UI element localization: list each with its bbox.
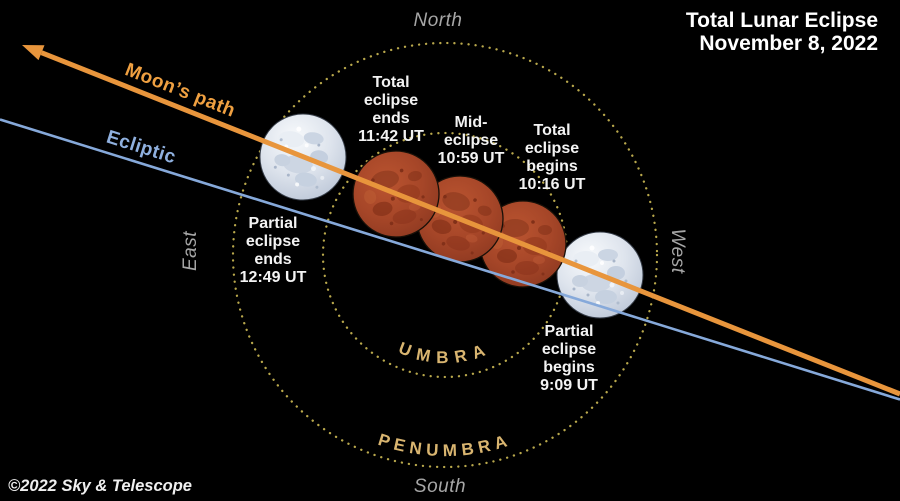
umbra-label: UMBRA: [396, 338, 494, 367]
event-label-partial-eclipse-ends: Partial eclipse ends 12:49 UT: [239, 215, 307, 286]
penumbra-label: PENUMBRA: [376, 430, 514, 460]
event-label-total-eclipse-ends: Total eclipse ends 11:42 UT: [358, 74, 424, 145]
title-line-2: November 8, 2022: [699, 32, 878, 55]
event-label-mid-eclipse: Mid- eclipse 10:59 UT: [437, 114, 505, 167]
moons-path-arrowhead-icon: [22, 45, 45, 61]
compass-north: North: [413, 10, 463, 31]
event-label-partial-eclipse-begins: Partial eclipse begins 9:09 UT: [540, 323, 598, 394]
event-label-total-eclipse-begins: Total eclipse begins 10:16 UT: [518, 122, 586, 193]
ecliptic-line: [0, 118, 900, 401]
compass-east: East: [180, 230, 201, 272]
compass-south: South: [413, 476, 467, 497]
compass-west: West: [667, 228, 688, 274]
diagram-title: Total Lunar Eclipse November 8, 2022: [686, 9, 878, 55]
title-line-1: Total Lunar Eclipse: [685, 9, 878, 32]
moons-path-line: [40, 50, 900, 397]
copyright-label: ©2022 Sky & Telescope: [8, 477, 192, 495]
penumbra-circle: [231, 41, 659, 469]
